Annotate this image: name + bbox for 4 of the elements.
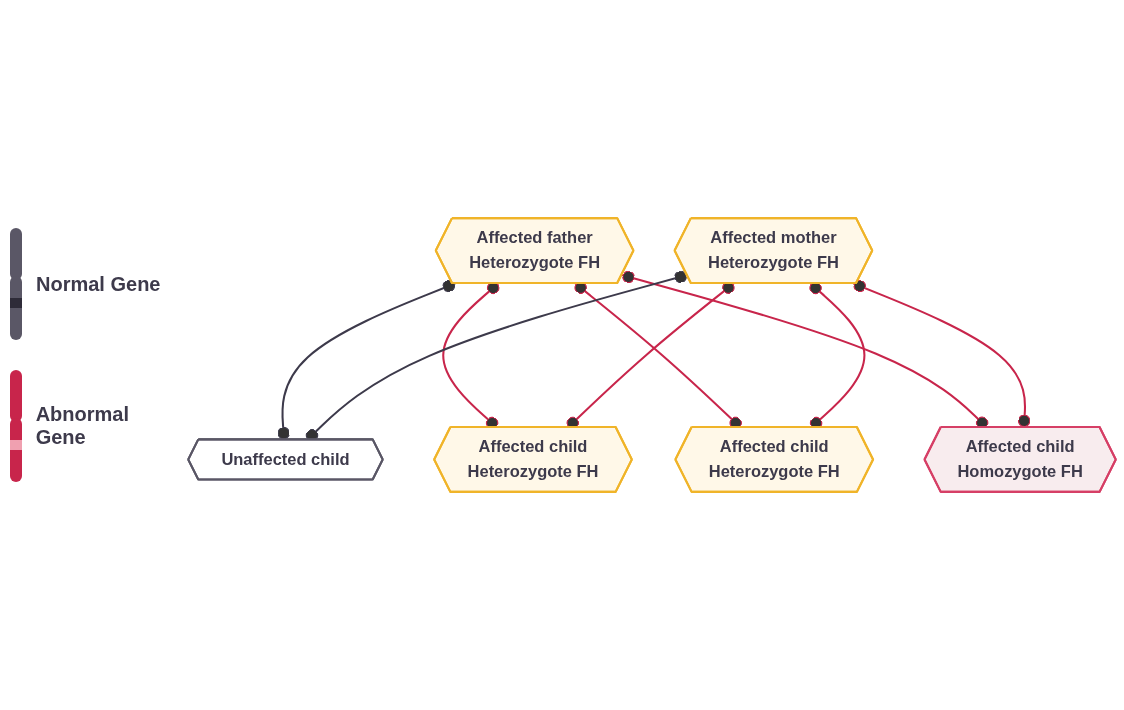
legend-text: Normal Gene (36, 272, 161, 296)
legend-text: Abnormal Gene (35, 403, 130, 449)
connector (277, 279, 456, 440)
connector (853, 279, 1031, 428)
